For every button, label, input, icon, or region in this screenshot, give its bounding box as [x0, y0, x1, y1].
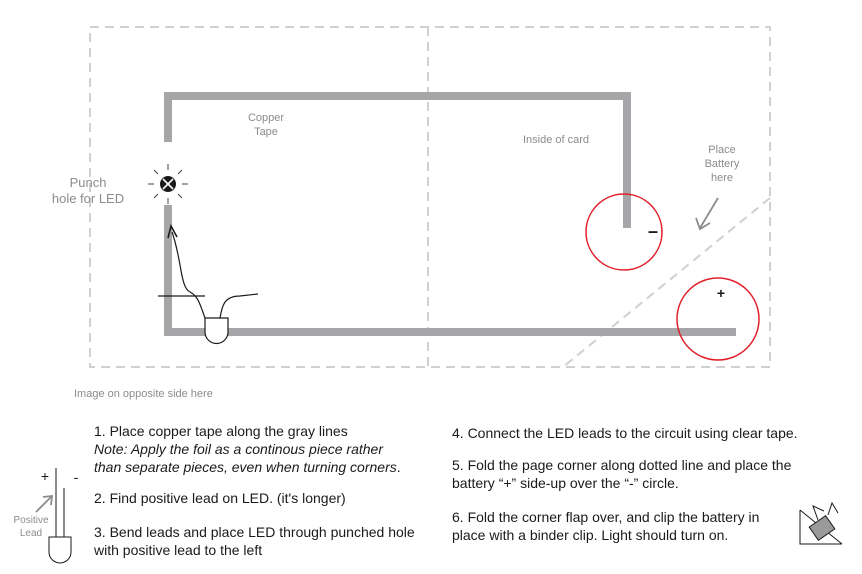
tape-bottom-segment: [164, 205, 736, 336]
positive-arrow-icon: [35, 494, 54, 513]
image-opposite-label: Image on opposite side here: [74, 388, 213, 400]
led-legend: [35, 468, 72, 564]
battery-plus-circle: [676, 277, 760, 361]
binder-clip-icon: [799, 501, 843, 545]
copper-tape-path: [164, 92, 736, 336]
corner-fold-line: [562, 197, 771, 368]
inside-of-card-label: Inside of card: [522, 134, 590, 146]
battery-minus-circle: [585, 193, 663, 271]
led-component-icon: [204, 317, 229, 345]
step1-note-line2: than separate pieces, even when turning …: [94, 459, 401, 475]
led-symbol-icon: [148, 164, 188, 204]
plus-sign: +: [717, 285, 725, 301]
instruction-step-6: 6. Fold the corner flap over, and clip t…: [452, 509, 760, 543]
instruction-step-1: 1. Place copper tape along the gray line…: [94, 422, 434, 476]
led-legend-body-icon: [48, 536, 72, 564]
led-leads: [158, 223, 259, 319]
led-legend-plus: +: [40, 468, 50, 484]
place-battery-label: Place Battery here: [704, 144, 740, 184]
punch-hole-label: Punch hole for LED: [51, 175, 125, 206]
led-legend-minus: -: [73, 469, 79, 485]
battery-arrow-icon: [695, 197, 719, 231]
instruction-step-5: 5. Fold the page corner along dotted lin…: [452, 457, 792, 491]
instruction-step-4: 4. Connect the LED leads to the circuit …: [452, 425, 798, 441]
instruction-step-3: 3. Bend leads and place LED through punc…: [94, 524, 415, 558]
minus-sign: –: [648, 221, 658, 241]
instruction-step-2: 2. Find positive lead on LED. (it's long…: [94, 490, 346, 506]
tape-top-segment: [164, 92, 631, 228]
positive-lead-label: Positive Lead: [13, 515, 49, 539]
card-outline: [89, 26, 771, 368]
copper-tape-label: Copper Tape: [247, 112, 285, 138]
